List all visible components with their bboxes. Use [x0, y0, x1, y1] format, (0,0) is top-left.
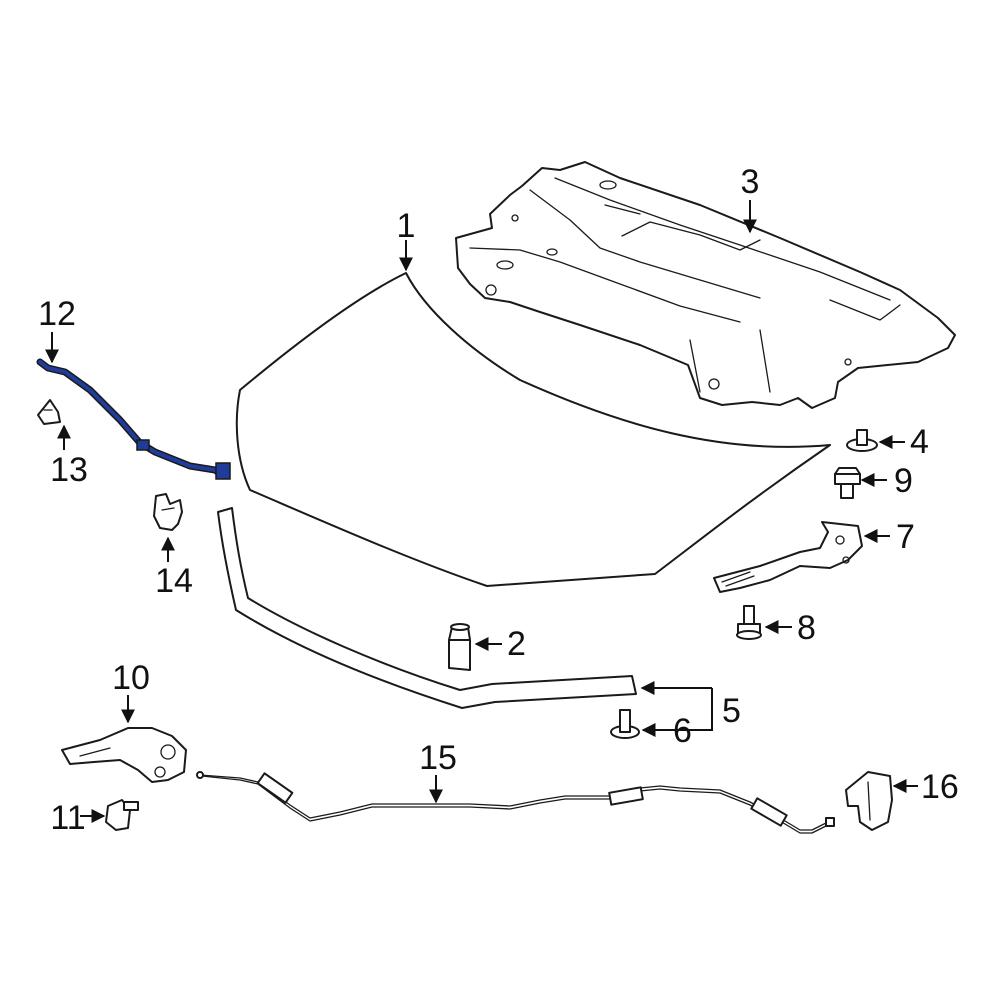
callout-1: 1 — [397, 207, 416, 245]
clip-part — [610, 709, 640, 739]
callout-9: 9 — [894, 462, 913, 500]
cable-bracket-part — [845, 771, 893, 831]
callout-13: 13 — [50, 451, 88, 489]
callout-6: 6 — [673, 712, 692, 750]
hood-weatherstrip-part — [217, 507, 637, 709]
callout-2: 2 — [507, 625, 526, 663]
hood-support-rod-part — [36, 358, 231, 480]
grommet-part — [37, 399, 61, 425]
leader-lines — [45, 200, 918, 823]
release-cable-part — [196, 771, 835, 834]
callout-12: 12 — [38, 295, 76, 333]
callout-16: 16 — [921, 768, 959, 806]
hood-hinge-part — [713, 521, 863, 593]
callout-10: 10 — [112, 659, 150, 697]
callout-4: 4 — [910, 423, 929, 461]
hood-panel-part — [235, 272, 831, 587]
callout-5: 5 — [722, 692, 741, 730]
bolt-11-part — [105, 799, 139, 831]
bolt-8-part — [736, 605, 762, 640]
hood-bumper-part — [448, 623, 471, 671]
callout-3: 3 — [741, 163, 760, 201]
callout-labels: 1 3 4 9 7 8 2 5 6 12 13 14 10 11 15 16 — [38, 163, 959, 837]
rod-holder-part — [153, 493, 183, 531]
leader-5-bracket — [665, 688, 713, 731]
callout-8: 8 — [797, 609, 816, 647]
hood-latch-part — [61, 727, 187, 783]
hood-insulator-part — [455, 161, 956, 409]
insulator-clip-part — [846, 429, 878, 452]
callout-14: 14 — [155, 562, 193, 600]
callout-7: 7 — [896, 518, 915, 556]
callout-15: 15 — [419, 739, 457, 777]
bolt-9-part — [834, 467, 861, 499]
callout-11: 11 — [50, 799, 85, 837]
